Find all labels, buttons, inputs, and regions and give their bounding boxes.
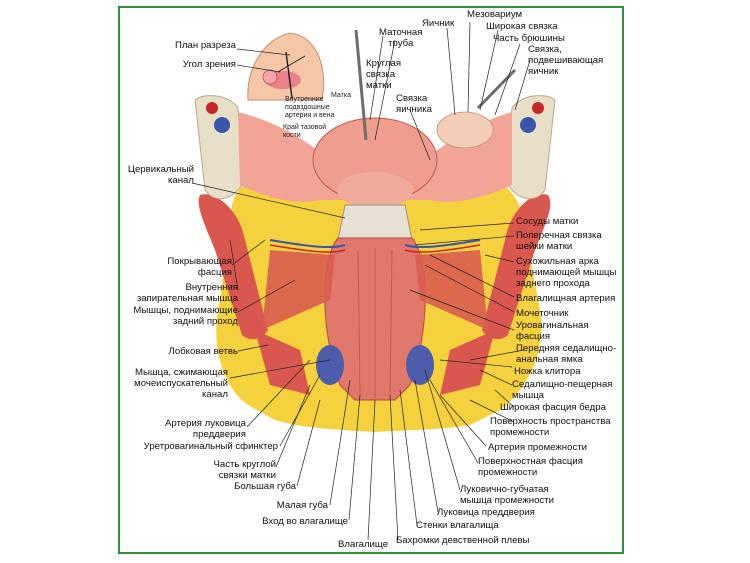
label-malaya-guba: Малая губа: [276, 500, 328, 511]
label-uretrovaginalny-sfinkter: Уретровагинальный сфинктер: [143, 441, 278, 452]
inset-diagram: [247, 32, 325, 101]
label-vkhod-vo-vlagalishche: Вход во влагалище: [262, 516, 348, 527]
label-poperechnaya-svyazka: Поперечная связка шейки матки: [516, 230, 602, 252]
label-nozhka-klitora: Ножка клитора: [514, 366, 581, 377]
leader-lines: [191, 21, 531, 541]
label-bakhromki: Бахромки девственной плевы: [396, 535, 530, 546]
instrument-left: [354, 29, 368, 141]
left-obturator-muscle: [198, 194, 268, 340]
label-sedalishchno-peshcheristaya: Седалищно-пещерная мышца: [512, 379, 613, 401]
right-pelvic-bone: [504, 95, 556, 200]
label-poverkhnostnaya-fasciya: Поверхностная фасция промежности: [478, 456, 583, 478]
label-ugol-zreniya: Угол зрения: [182, 59, 236, 70]
label-plan-razreza: План разреза: [175, 40, 236, 51]
label-mezovarium: Мезовариум: [467, 9, 523, 20]
label-shirokaya-svyazka: Широкая связка: [486, 21, 558, 32]
ovary: [436, 111, 494, 149]
right-vessel-blue: [520, 117, 536, 133]
broad-ligament: [238, 112, 512, 202]
label-kruglaya-svyazka: Круглая связка матки: [366, 58, 402, 91]
cervix: [337, 204, 413, 241]
label-bolshaya-guba: Большая губа: [234, 481, 296, 492]
label-matochnaya-truba: Маточная труба: [379, 27, 423, 49]
label-lobkovaya-vetv: Лобковая ветвь: [168, 346, 238, 357]
label-myshca-szhimayushchaya: Мышца, сжимающая мочеиспускательный кана…: [134, 367, 228, 400]
label-lukovichno-gubchataya: Луковично-губчатая мышца промежности: [460, 484, 554, 506]
label-vnutrennie-arterii: Внутренние подвздошные артерия и вена: [285, 96, 335, 119]
label-matka: Матка: [331, 92, 351, 99]
label-myshcy-podnimayushchie: Мышцы, поднимающие задний проход: [133, 305, 238, 327]
label-chast-krugloy-svyazki: Часть круглой связки матки: [213, 459, 277, 481]
label-mochetochnik: Мочеточник: [516, 308, 569, 319]
label-urovaginalnaya-fasciya: Уровагинальная фасция: [516, 320, 589, 342]
label-svyazka-yaichnika: Связка яичника: [396, 93, 432, 115]
label-shirokaya-fasciya-bedra: Широкая фасция бедра: [500, 402, 606, 413]
label-cervikalny-kanal: Цервикальный канал: [127, 164, 194, 186]
label-vlagalishchnaya-arteriya: Влагалищная артерия: [516, 293, 616, 304]
label-poverkhnost-prostranstva: Поверхность пространства промежности: [490, 416, 611, 438]
left-vessel-blue: [214, 117, 230, 133]
illustration-frame: [118, 6, 624, 554]
label-sukhozhilnaya-arka: Сухожильная арка поднимающей мышцы задне…: [516, 256, 617, 289]
levator-right: [415, 250, 488, 330]
label-krai-kosti: Край тазовой кости: [283, 124, 327, 139]
label-sosudy-matki: Сосуды матки: [516, 216, 579, 227]
left-pelvic-bone: [194, 95, 246, 200]
label-lukovica-preddveriya: Луковица преддверия: [437, 507, 535, 518]
label-arteriya-promezhnosti: Артерия промежности: [488, 442, 587, 453]
instrument-right: [476, 68, 517, 110]
label-arteriya-lukovicy: Артерия луковица преддверия: [164, 418, 246, 440]
label-vnutrennyaya-zapiratelnaya: Внутренняя запирательная мышца: [136, 282, 238, 304]
label-pokryvayushchaya-fasciya: Покрывающая фасция: [167, 256, 232, 278]
label-svyazka-podveshivayushchaya: Связка, подвешивающая яичник: [528, 44, 604, 77]
label-perednyaya-sedalishchno: Передняя седалищно- анальная ямка: [516, 343, 617, 365]
levator-left: [262, 250, 335, 330]
right-obturator-muscle: [482, 194, 551, 340]
label-chast-bryushiny: Часть брюшины: [493, 33, 565, 44]
label-stenki-vlagalishcha: Стенки влагалища: [416, 520, 499, 531]
label-vlagalishche: Влагалище: [338, 539, 389, 550]
label-yaichnik: Яичник: [422, 18, 455, 29]
